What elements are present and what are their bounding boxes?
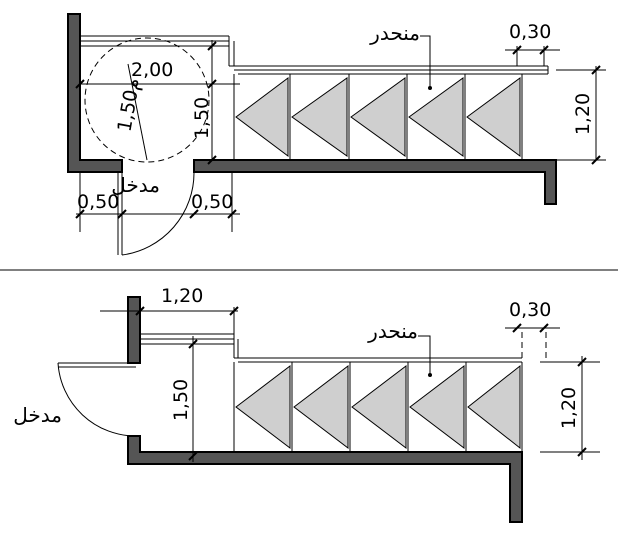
top-dim-landing-width: 1,50 — [191, 97, 213, 139]
bottom-dim-rail-offset: 0,30 — [509, 299, 551, 321]
bottom-plan: 1,20 1,50 1,20 0,30 منحدر مدخل — [13, 285, 600, 523]
bottom-dim-landing-length: 1,20 — [161, 285, 203, 307]
bottom-ramp-label: منحدر — [367, 319, 418, 343]
top-dim-rail-offset: 0,30 — [509, 21, 551, 43]
top-plan: 2,00 1,50 1,50م 1,20 0,30 0,50 0,50 منحد… — [67, 13, 606, 256]
top-ramp-label: منحدر — [369, 21, 420, 45]
bottom-dim-landing-width: 1,50 — [170, 379, 192, 421]
top-dim-ramp-width: 1,20 — [572, 93, 594, 135]
bottom-plan-wall-upper — [127, 296, 141, 364]
top-entrance-label: مدخل — [111, 173, 160, 197]
top-dim-right-clear: 0,50 — [191, 191, 233, 213]
top-plan-wall — [67, 13, 123, 173]
top-plan-floor-wall — [193, 159, 557, 205]
bottom-plan-floor-wall — [127, 435, 523, 523]
top-dim-left-clear: 0,50 — [77, 191, 119, 213]
bottom-door-swing — [57, 362, 137, 437]
bottom-entrance-label: مدخل — [13, 403, 62, 427]
turning-circle — [84, 37, 210, 163]
bottom-dim-ramp-width: 1,20 — [558, 387, 580, 429]
top-dim-landing-length: 2,00 — [131, 59, 173, 81]
